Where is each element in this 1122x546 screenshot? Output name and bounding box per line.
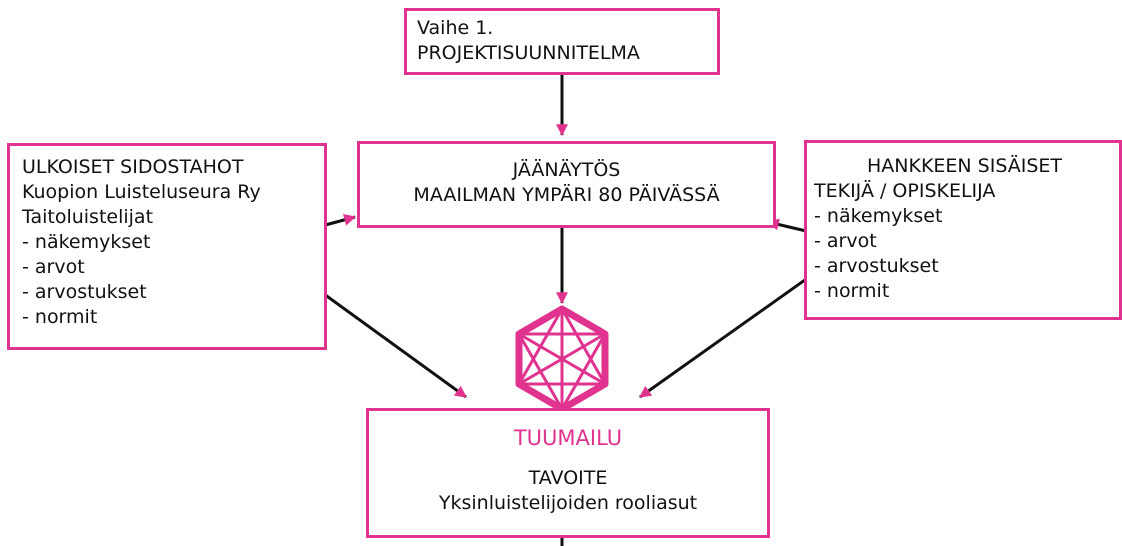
tuumailu-box: TUUMAILU TAVOITE Yksinluistelijoiden roo… <box>366 408 770 538</box>
external-list-item: - näkemykset <box>22 231 151 253</box>
internal-list-item: - arvostukset <box>814 255 939 277</box>
show-box: JÄÄNÄYTÖS MAAILMAN YMPÄRI 80 PÄIVÄSSÄ <box>357 141 776 228</box>
internal-actors-box: HANKKEEN SISÄISET TEKIJÄ / OPISKELIJA - … <box>804 140 1122 320</box>
internal-subtitle: TEKIJÄ / OPISKELIJA <box>814 180 996 202</box>
show-title: JÄÄNÄYTÖS <box>512 159 621 181</box>
internal-list-item: - näkemykset <box>814 205 943 227</box>
external-line: Taitoluistelijat <box>22 206 154 228</box>
external-list-item: - arvot <box>22 256 85 278</box>
show-subtitle: MAAILMAN YMPÄRI 80 PÄIVÄSSÄ <box>413 184 720 206</box>
goal-label: TAVOITE <box>528 467 608 489</box>
external-stakeholders-box: ULKOISET SIDOSTAHOT Kuopion Luisteluseur… <box>7 143 327 350</box>
external-line: Kuopion Luisteluseura Ry <box>22 181 261 203</box>
internal-list-item: - arvot <box>814 230 877 252</box>
phase-title: PROJEKTISUUNNITELMA <box>417 42 640 64</box>
tuumailu-title: TUUMAILU <box>513 426 623 450</box>
external-list-item: - normit <box>22 306 98 328</box>
external-list-item: - arvostukset <box>22 281 147 303</box>
phase-box: Vaihe 1. PROJEKTISUUNNITELMA <box>404 8 720 75</box>
internal-title: HANKKEEN SISÄISET <box>867 155 1063 177</box>
external-title: ULKOISET SIDOSTAHOT <box>22 156 244 178</box>
phase-label: Vaihe 1. <box>417 17 494 39</box>
goal-text: Yksinluistelijoiden rooliasut <box>438 492 698 514</box>
internal-list-item: - normit <box>814 280 890 302</box>
hexagon-network-icon <box>515 305 609 413</box>
